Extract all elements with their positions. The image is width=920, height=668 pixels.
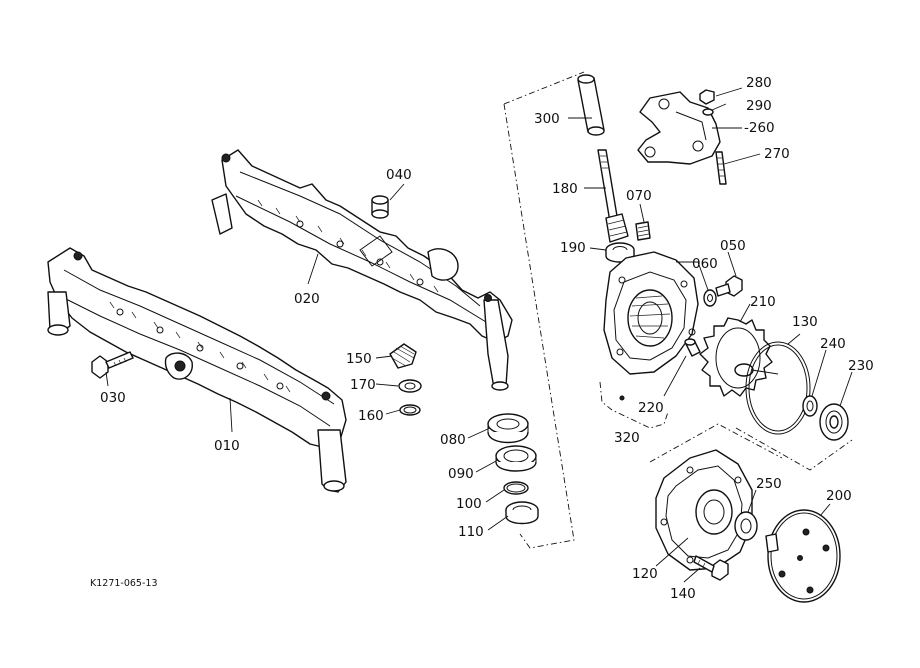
callout-020: 020 (294, 291, 320, 307)
callout-040: 040 (386, 167, 412, 183)
part-230-bearing (819, 403, 849, 441)
callout-labels: 300 180 070 190 050 060 210 130 240 230 … (90, 75, 874, 602)
callout-150: 150 (346, 351, 372, 367)
leader-lines (105, 87, 853, 583)
part-030-bolt (91, 351, 134, 379)
part-130-o-ring (745, 341, 811, 435)
part-280-nut (699, 89, 715, 105)
case-group-bracket (599, 381, 669, 429)
part-240-washer (802, 395, 818, 417)
callout-050: 050 (720, 238, 746, 254)
callout-100: 100 (456, 496, 482, 512)
part-180-pinion-shaft (597, 149, 629, 243)
callout-090: 090 (448, 466, 474, 482)
part-020-upper-axle-housing (211, 149, 513, 391)
part-010-lower-axle-housing (47, 247, 347, 493)
part-110-bearing (505, 501, 539, 525)
part-220-dowel (684, 338, 701, 357)
callout-140: 140 (670, 586, 696, 602)
callout-200: 200 (826, 488, 852, 504)
part-050-bolt (715, 275, 743, 297)
callout-220: 220 (638, 400, 664, 416)
part-150-bevel-gear (389, 343, 417, 369)
part-120-cover (655, 449, 753, 571)
part-200-hub-flange (765, 509, 841, 603)
part-090-bearing (495, 445, 537, 472)
callout-070: 070 (626, 188, 652, 204)
part-060-washer (703, 289, 717, 307)
part-140-bolt (693, 555, 729, 581)
callout-170: 170 (350, 377, 376, 393)
callout-260: -260 (744, 120, 775, 136)
part-290-washer (702, 108, 714, 116)
part-160-ring (399, 404, 421, 416)
callout-210: 210 (750, 294, 776, 310)
part-070-plug (635, 221, 651, 241)
callout-290: 290 (746, 98, 772, 114)
callout-130: 130 (792, 314, 818, 330)
callout-190: 190 (560, 240, 586, 256)
assembly-boundary-line (503, 71, 585, 549)
callout-080: 080 (440, 432, 466, 448)
callout-010: 010 (214, 438, 240, 454)
part-250-seal (734, 511, 758, 541)
part-270-stud (715, 151, 727, 185)
callout-300: 300 (534, 111, 560, 127)
part-260-bracket (637, 91, 721, 165)
part-170-washer (398, 379, 422, 393)
callout-320: 320 (614, 430, 640, 446)
callout-110: 110 (458, 524, 484, 540)
part-100-snap-ring (503, 481, 529, 495)
callout-270: 270 (764, 146, 790, 162)
cover-group-bracket (649, 423, 783, 463)
callout-030: 030 (100, 390, 126, 406)
callout-060: 060 (692, 256, 718, 272)
part-320-gear-case (603, 251, 699, 401)
callout-230: 230 (848, 358, 874, 374)
part-080-oil-seal (487, 413, 529, 444)
callout-250: 250 (756, 476, 782, 492)
part-040-bushing (371, 195, 389, 219)
callout-180: 180 (552, 181, 578, 197)
callout-280: 280 (746, 75, 772, 91)
gear-group-bracket (735, 427, 853, 471)
callout-160: 160 (358, 408, 384, 424)
callout-120: 120 (632, 566, 658, 582)
figure-reference-code: K1271-065-13 (90, 578, 157, 589)
callout-240: 240 (820, 336, 846, 352)
part-300-pipe (577, 74, 605, 136)
part-210-gear (699, 317, 779, 397)
